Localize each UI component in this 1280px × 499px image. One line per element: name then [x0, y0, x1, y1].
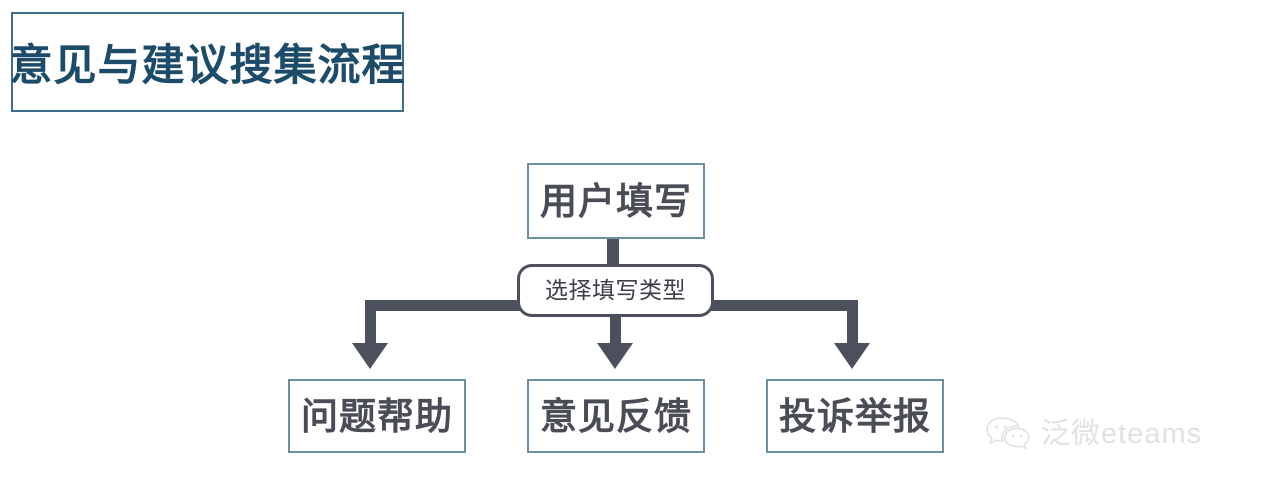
- connector-start-to-decision: [607, 238, 619, 268]
- node-branch-help[interactable]: 问题帮助: [288, 379, 466, 453]
- arrow-head-left-icon: [352, 343, 388, 369]
- node-branch-complaint-label: 投诉举报: [779, 395, 931, 437]
- node-start-label: 用户填写: [540, 180, 692, 222]
- title-box: 意见与建议搜集流程: [9, 12, 406, 112]
- watermark: 泛微eteams: [985, 414, 1202, 454]
- watermark-text: 泛微eteams: [1041, 417, 1203, 450]
- node-branch-complaint[interactable]: 投诉举报: [766, 379, 944, 453]
- connector-drop-middle: [610, 305, 621, 344]
- wechat-icon: [985, 414, 1031, 454]
- connector-drop-left: [365, 300, 376, 344]
- page-title: 意见与建议搜集流程: [9, 42, 406, 90]
- arrow-head-middle-icon: [597, 343, 633, 369]
- node-decision-label: 选择填写类型: [545, 277, 686, 303]
- node-branch-help-label: 问题帮助: [301, 395, 453, 437]
- arrow-head-right-icon: [834, 343, 870, 369]
- connector-drop-right: [847, 300, 858, 344]
- node-branch-feedback[interactable]: 意见反馈: [527, 379, 705, 453]
- node-decision[interactable]: 选择填写类型: [517, 264, 714, 317]
- node-branch-feedback-label: 意见反馈: [540, 395, 692, 437]
- node-start[interactable]: 用户填写: [527, 163, 705, 239]
